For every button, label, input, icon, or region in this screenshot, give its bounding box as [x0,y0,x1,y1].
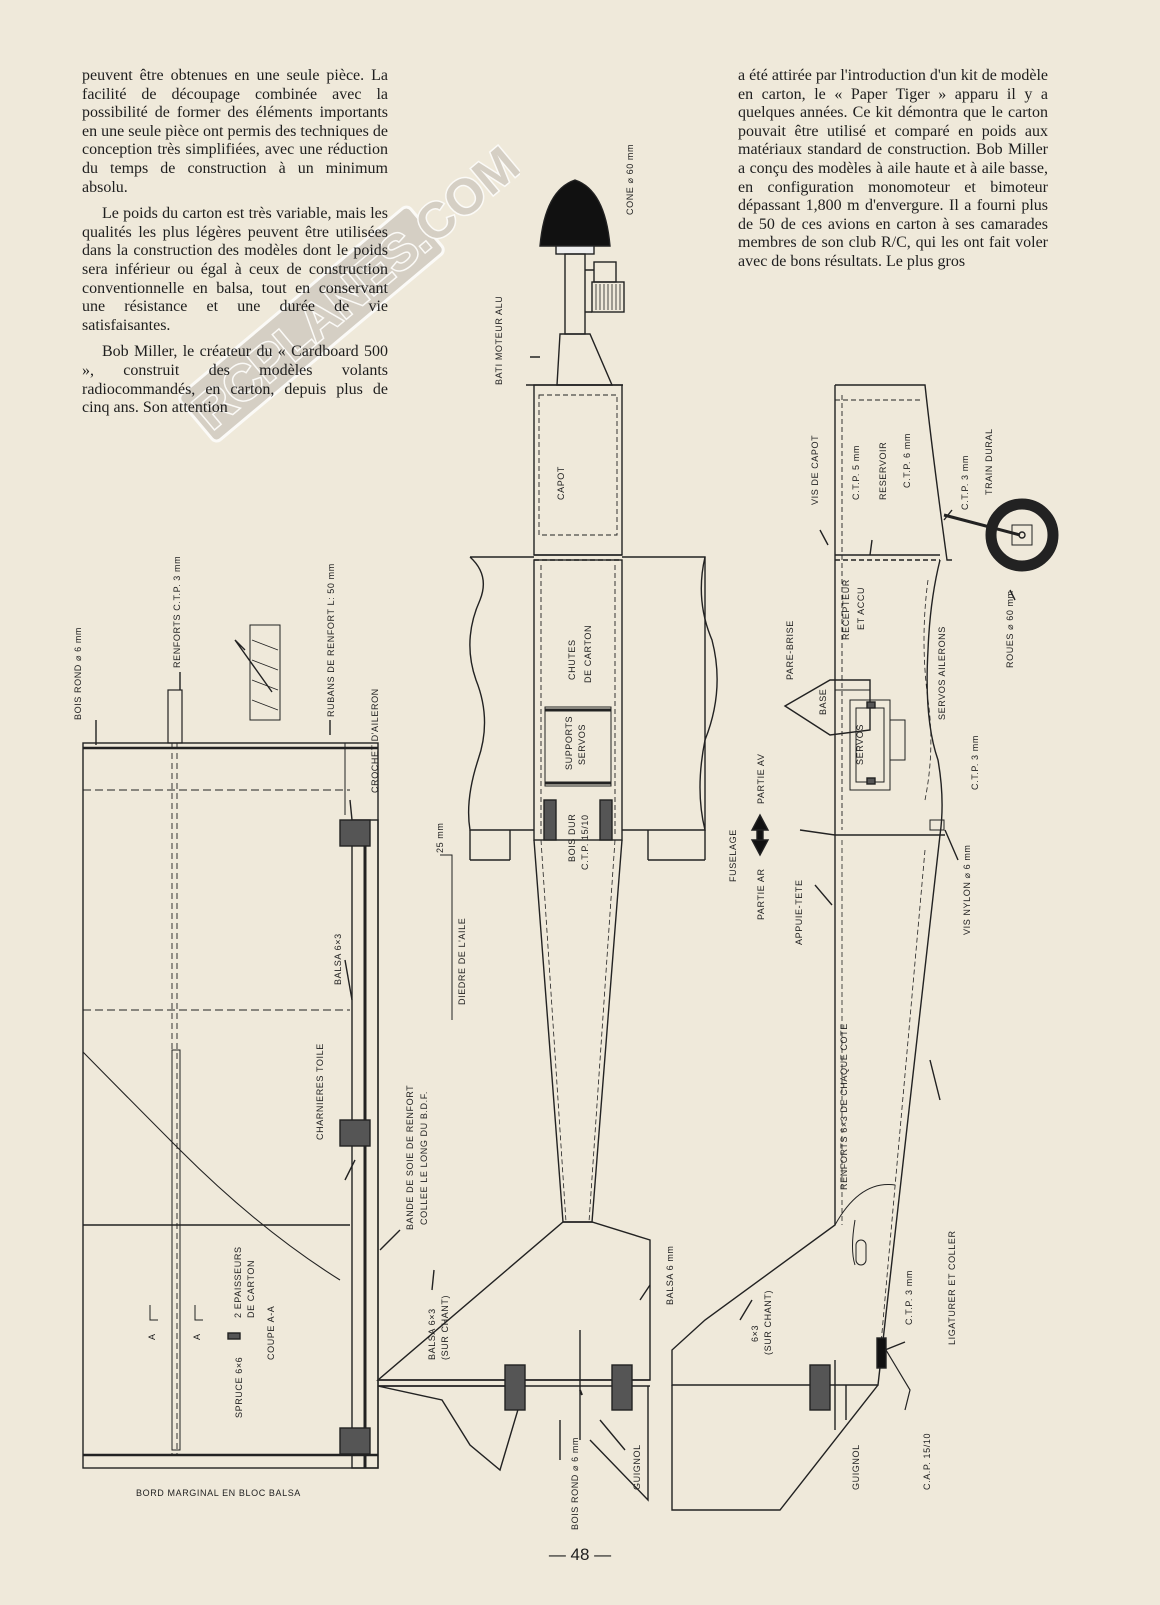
label-fuselage: FUSELAGE [728,829,738,882]
tail-boom [533,839,623,1223]
paragraph-2: Le poids du carton est très variable, ma… [82,205,388,334]
rudder [671,1384,879,1511]
label-bande2: COLLEE LE LONG DU B.D.F. [419,1091,429,1225]
horizontal-stabilizer [376,1221,651,1381]
label-vis-capot: VIS DE CAPOT [810,435,820,505]
label-base: BASE [818,689,828,715]
label-ctp-6: C.T.P. 6 mm [902,433,912,488]
label-epaisseurs1: 2 EPAISSEURS [233,1246,243,1318]
wing-panel [82,742,379,1469]
label-ligaturer: LIGATURER ET COLLER [947,1230,957,1345]
engine-mount [556,333,614,386]
engine-head [593,261,617,283]
wheel[interactable] [985,498,1059,572]
reinforcement-detail [249,624,281,721]
label-crochet: CROCHET D'AILERON [370,688,380,793]
fuselage-mid [533,559,623,841]
label-renforts-ctp: RENFORTS C.T.P. 3 mm [172,556,182,668]
label-ctp-3c: C.T.P. 3 mm [904,1270,914,1325]
fuselage-side-rear [671,829,941,1386]
label-ctp-3: C.T.P. 3 mm [960,455,970,510]
paragraph-1: peuvent être obtenues en une seule pièce… [82,67,388,196]
label-capot: CAPOT [556,466,566,500]
label-cap: C.A.P. 15/10 [922,1433,932,1490]
label-et-accu: ET ACCU [856,587,866,630]
spinner-cone [539,179,611,247]
label-guignol2: GUIGNOL [851,1444,861,1490]
label-bois-rond-top: BOIS ROND ⌀ 6 mm [73,627,83,720]
label-bois-rond-bottom: BOIS ROND ⌀ 6 mm [570,1437,580,1530]
label-vis-nylon: VIS NYLON ⌀ 6 mm [962,844,972,935]
label-de-carton: DE CARTON [583,625,593,683]
label-spruce: SPRUCE 6×6 [234,1357,244,1418]
label-train-dural: TRAIN DURAL [984,428,994,495]
label-sur-chant2: (SUR CHANT) [763,1290,773,1355]
label-pare-brise: PARE-BRISE [785,620,795,680]
engine-body [564,253,586,335]
label-25mm: 25 mm [435,822,445,853]
paragraph-3: Bob Miller, le créateur du « Cardboard 5… [82,343,388,417]
label-sur-chant: (SUR CHANT) [440,1295,450,1360]
label-bord-marginal: BORD MARGINAL EN BLOC BALSA [136,1488,301,1498]
label-recepteur: RECEPTEUR [841,579,851,640]
label-servos-ailerons: SERVOS AILERONS [937,626,947,720]
label-coupe: COUPE A-A [266,1306,276,1360]
label-bande1: BANDE DE SOIE DE RENFORT [405,1085,415,1230]
watermark: RCPLANES.COM [178,134,520,443]
label-diedre: DIEDRE DE L'AILE [457,918,467,1005]
label-partie-av: PARTIE AV [756,754,766,804]
label-a-right: A [192,1333,202,1340]
label-renforts-63: RENFORTS 6×3 DE CHAQUE COTE [839,1023,849,1190]
label-reservoir: RESERVOIR [878,442,888,500]
label-bati-moteur: BATI MOTEUR ALU [494,296,504,385]
label-6x3: 6×3 [750,1325,760,1342]
fuselage-front [533,384,623,556]
label-roues: ROUES ⌀ 60 mm [1005,590,1015,668]
label-partie-ar: PARTIE AR [756,868,766,920]
label-ctp-3b: C.T.P. 3 mm [970,735,980,790]
label-guignol: GUIGNOL [632,1444,642,1490]
label-balsa6: BALSA 6 mm [665,1245,675,1305]
paragraph-4: a été attirée par l'introduction d'un ki… [738,67,1048,270]
label-epaisseurs2: DE CARTON [246,1260,256,1318]
page-number: — 48 — [548,1545,612,1564]
label-appuie-tete: APPUIE-TETE [794,879,804,945]
label-servos: SERVOS [577,724,587,765]
servo-supports [544,706,612,787]
label-supports: SUPPORTS [564,716,574,770]
elevator [377,1385,526,1472]
label-rubans: RUBANS DE RENFORT L: 50 mm [326,563,336,717]
label-balsa63: BALSA 6×3 [333,933,343,985]
text-column-left: peuvent être obtenues en une seule pièce… [82,67,388,426]
landing-gear [943,513,1021,537]
label-ctp-5: C.T.P. 5 mm [851,445,861,500]
spinner-backplate [555,245,595,255]
text-column-right: a été attirée par l'introduction d'un ki… [738,67,1048,280]
label-ctp-1510: C.T.P. 15/10 [580,814,590,870]
label-charnieres: CHARNIERES TOILE [315,1043,325,1140]
wing-center-outline [467,556,706,831]
label-a-left: A [147,1333,157,1340]
label-balsa63-chant: BALSA 6×3 [427,1308,437,1360]
label-bois-dur: BOIS DUR [567,814,577,862]
label-cone: CONE ⌀ 60 mm [625,144,635,215]
label-chutes: CHUTES [567,639,577,680]
label-servos-side: SERVOS [855,724,865,765]
